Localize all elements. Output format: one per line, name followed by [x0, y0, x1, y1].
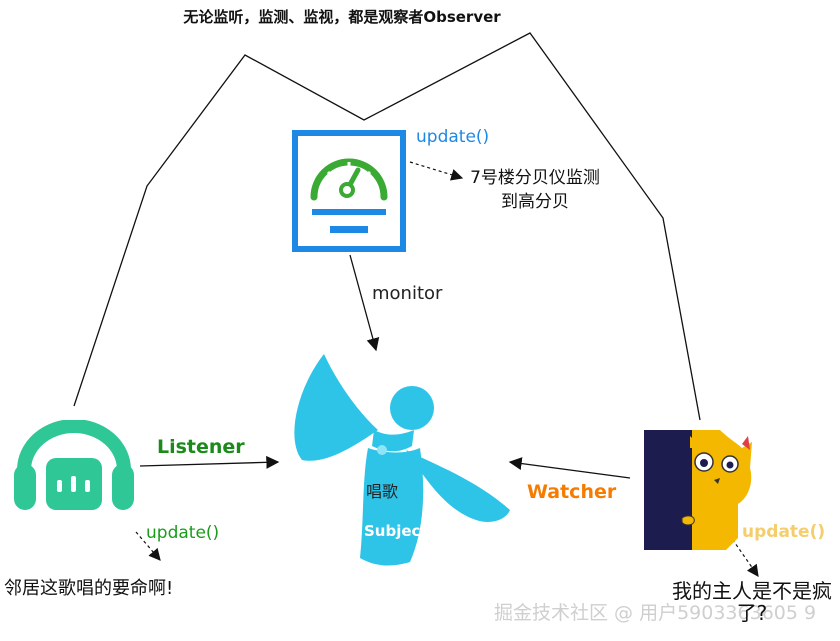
watcher-note: 我的主人是不是疯了? — [672, 579, 832, 625]
listener-dashed-arrow — [135, 531, 161, 561]
subject-label: Subject — [364, 522, 428, 540]
watcher-arrow — [508, 457, 631, 479]
decibel-meter-icon — [292, 130, 406, 252]
meter-update-label: update() — [416, 127, 490, 147]
meter-to-note-dashed-arrow — [409, 161, 464, 181]
meter-note: 7号楼分贝仪监测到高分贝 — [470, 168, 600, 212]
subject-caption: 唱歌 — [366, 482, 399, 501]
watcher-edge-label: Watcher — [527, 481, 617, 503]
listener-edge-label: Listener — [157, 436, 245, 458]
listener-note: 邻居这歌唱的要命啊! — [4, 578, 174, 599]
observer-outline-line — [73, 32, 701, 421]
watermark: 掘金技术社区 @ 用户5903363605 9 — [494, 602, 817, 624]
listener-update-label: update() — [146, 523, 220, 543]
cat-peek-icon — [644, 430, 752, 550]
listener-arrow — [139, 455, 280, 469]
singer-figure-icon — [294, 354, 510, 566]
monitor-edge-label: monitor — [372, 283, 443, 304]
headphone-icon — [14, 420, 134, 510]
watcher-update-label: update() — [742, 522, 826, 542]
monitor-arrow — [349, 254, 380, 352]
diagram-title: 无论监听，监测、监视，都是观察者Observer — [183, 8, 501, 26]
